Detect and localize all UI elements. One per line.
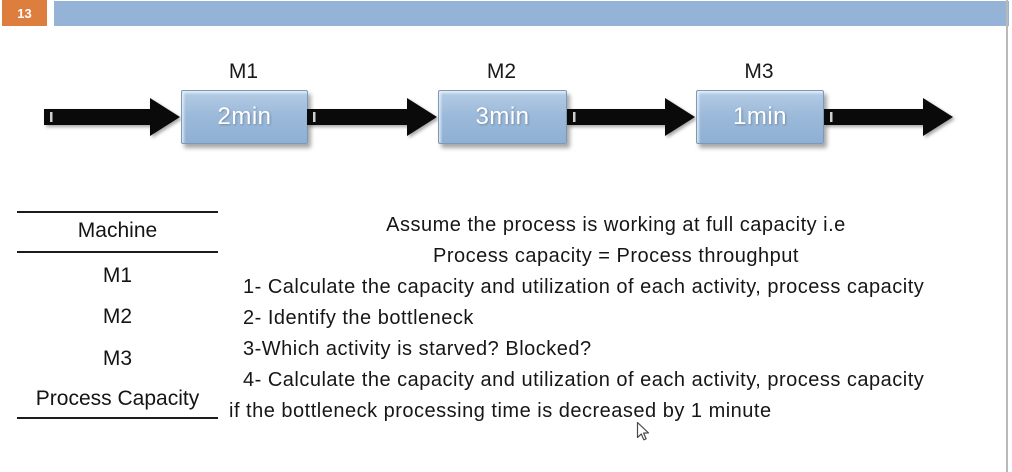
question-2: 2- Identify the bottleneck <box>243 307 474 329</box>
assumption-line-2: Process capacity = Process throughput <box>433 245 799 267</box>
table-row-process-capacity: Process Capacity <box>35 387 200 410</box>
machine-2-label: M2 <box>486 60 517 83</box>
machine-1-box: 2min <box>181 90 308 144</box>
machine-1-time: 2min <box>217 103 272 130</box>
slide-number: 13 <box>17 5 32 21</box>
table-bottom-rule <box>17 417 218 419</box>
table-row-m2: M2 <box>102 305 133 328</box>
table-header-machine: Machine <box>77 219 158 242</box>
table-row-m1: M1 <box>102 264 133 287</box>
slide-right-border <box>1006 0 1008 472</box>
question-4: 4- Calculate the capacity and utilizatio… <box>243 369 925 391</box>
machine-3-label: M3 <box>744 60 774 83</box>
machine-2-box: 3min <box>438 90 567 144</box>
header-accent-bar <box>54 1 1009 26</box>
table-row-m3: M3 <box>102 347 133 370</box>
table-header-rule <box>17 251 218 253</box>
instructions-block: Assume the process is working at full ca… <box>229 210 989 427</box>
assumption-line-1: Assume the process is working at full ca… <box>386 214 846 236</box>
question-3: 3-Which activity is starved? Blocked? <box>243 338 592 360</box>
flow-arrow-in-icon <box>44 98 180 136</box>
flow-arrow-m1-m2-icon <box>307 98 437 136</box>
mouse-cursor-icon <box>636 421 650 441</box>
machine-1-label: M1 <box>228 60 259 83</box>
flow-arrow-out-icon <box>824 98 953 136</box>
machine-3-time: 1min <box>732 103 788 130</box>
slide-number-badge: 13 <box>2 0 47 26</box>
question-4-continued: if the bottleneck processing time is dec… <box>229 400 772 422</box>
machine-2-time: 3min <box>475 103 530 130</box>
question-1: 1- Calculate the capacity and utilizatio… <box>243 276 925 298</box>
flow-arrow-m2-m3-icon <box>567 98 695 136</box>
table-top-rule <box>17 211 218 213</box>
machine-3-box: 1min <box>696 90 824 144</box>
